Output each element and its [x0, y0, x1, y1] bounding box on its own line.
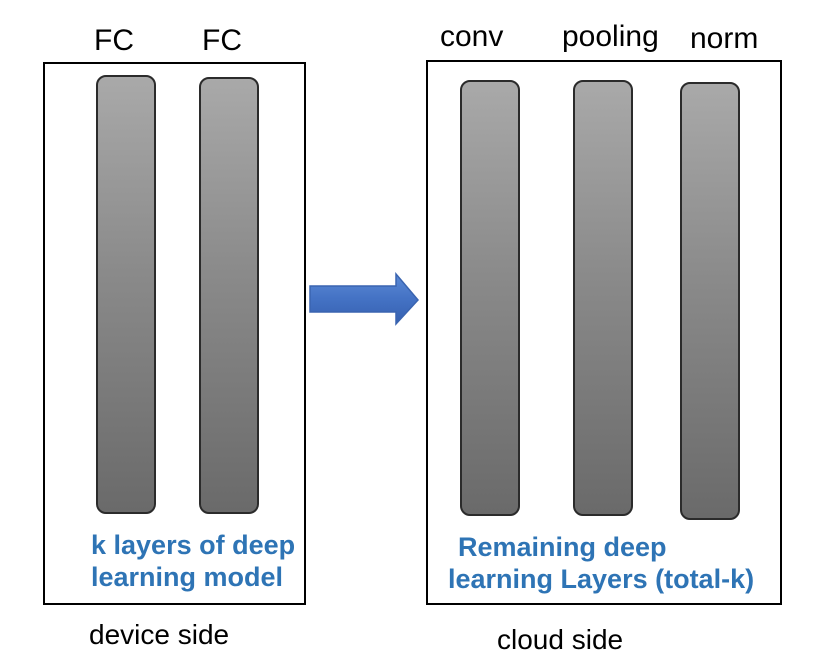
- device-caption-line-2: learning model: [91, 562, 284, 592]
- device-layer-1: [96, 75, 156, 514]
- cloud-box: Remaining deep learning Layers (total-k): [426, 60, 782, 605]
- device-box: k layers of deep learning model: [43, 62, 306, 605]
- device-layer-label-2: FC: [202, 24, 242, 57]
- cloud-layer-label-pooling: pooling: [562, 20, 659, 53]
- device-layer-2: [199, 77, 259, 514]
- cloud-layer-conv: [460, 80, 520, 516]
- device-caption: k layers of deep learning model: [91, 529, 295, 593]
- device-side-label: device side: [89, 619, 230, 650]
- cloud-layer-norm: [680, 82, 740, 520]
- cloud-caption: Remaining deep learning Layers (total-k): [448, 531, 754, 595]
- cloud-layer-pooling: [573, 80, 633, 516]
- right-arrow-icon: [309, 272, 419, 326]
- cloud-caption-line-2: learning Layers (total-k): [448, 564, 755, 594]
- cloud-side-label: cloud side: [497, 624, 624, 655]
- device-caption-line-1: k layers of deep: [91, 530, 296, 560]
- cloud-layer-label-norm: norm: [690, 22, 759, 55]
- device-layer-label-1: FC: [94, 24, 134, 57]
- cloud-caption-line-1: Remaining deep: [458, 532, 667, 562]
- cloud-layer-label-conv: conv: [440, 20, 504, 53]
